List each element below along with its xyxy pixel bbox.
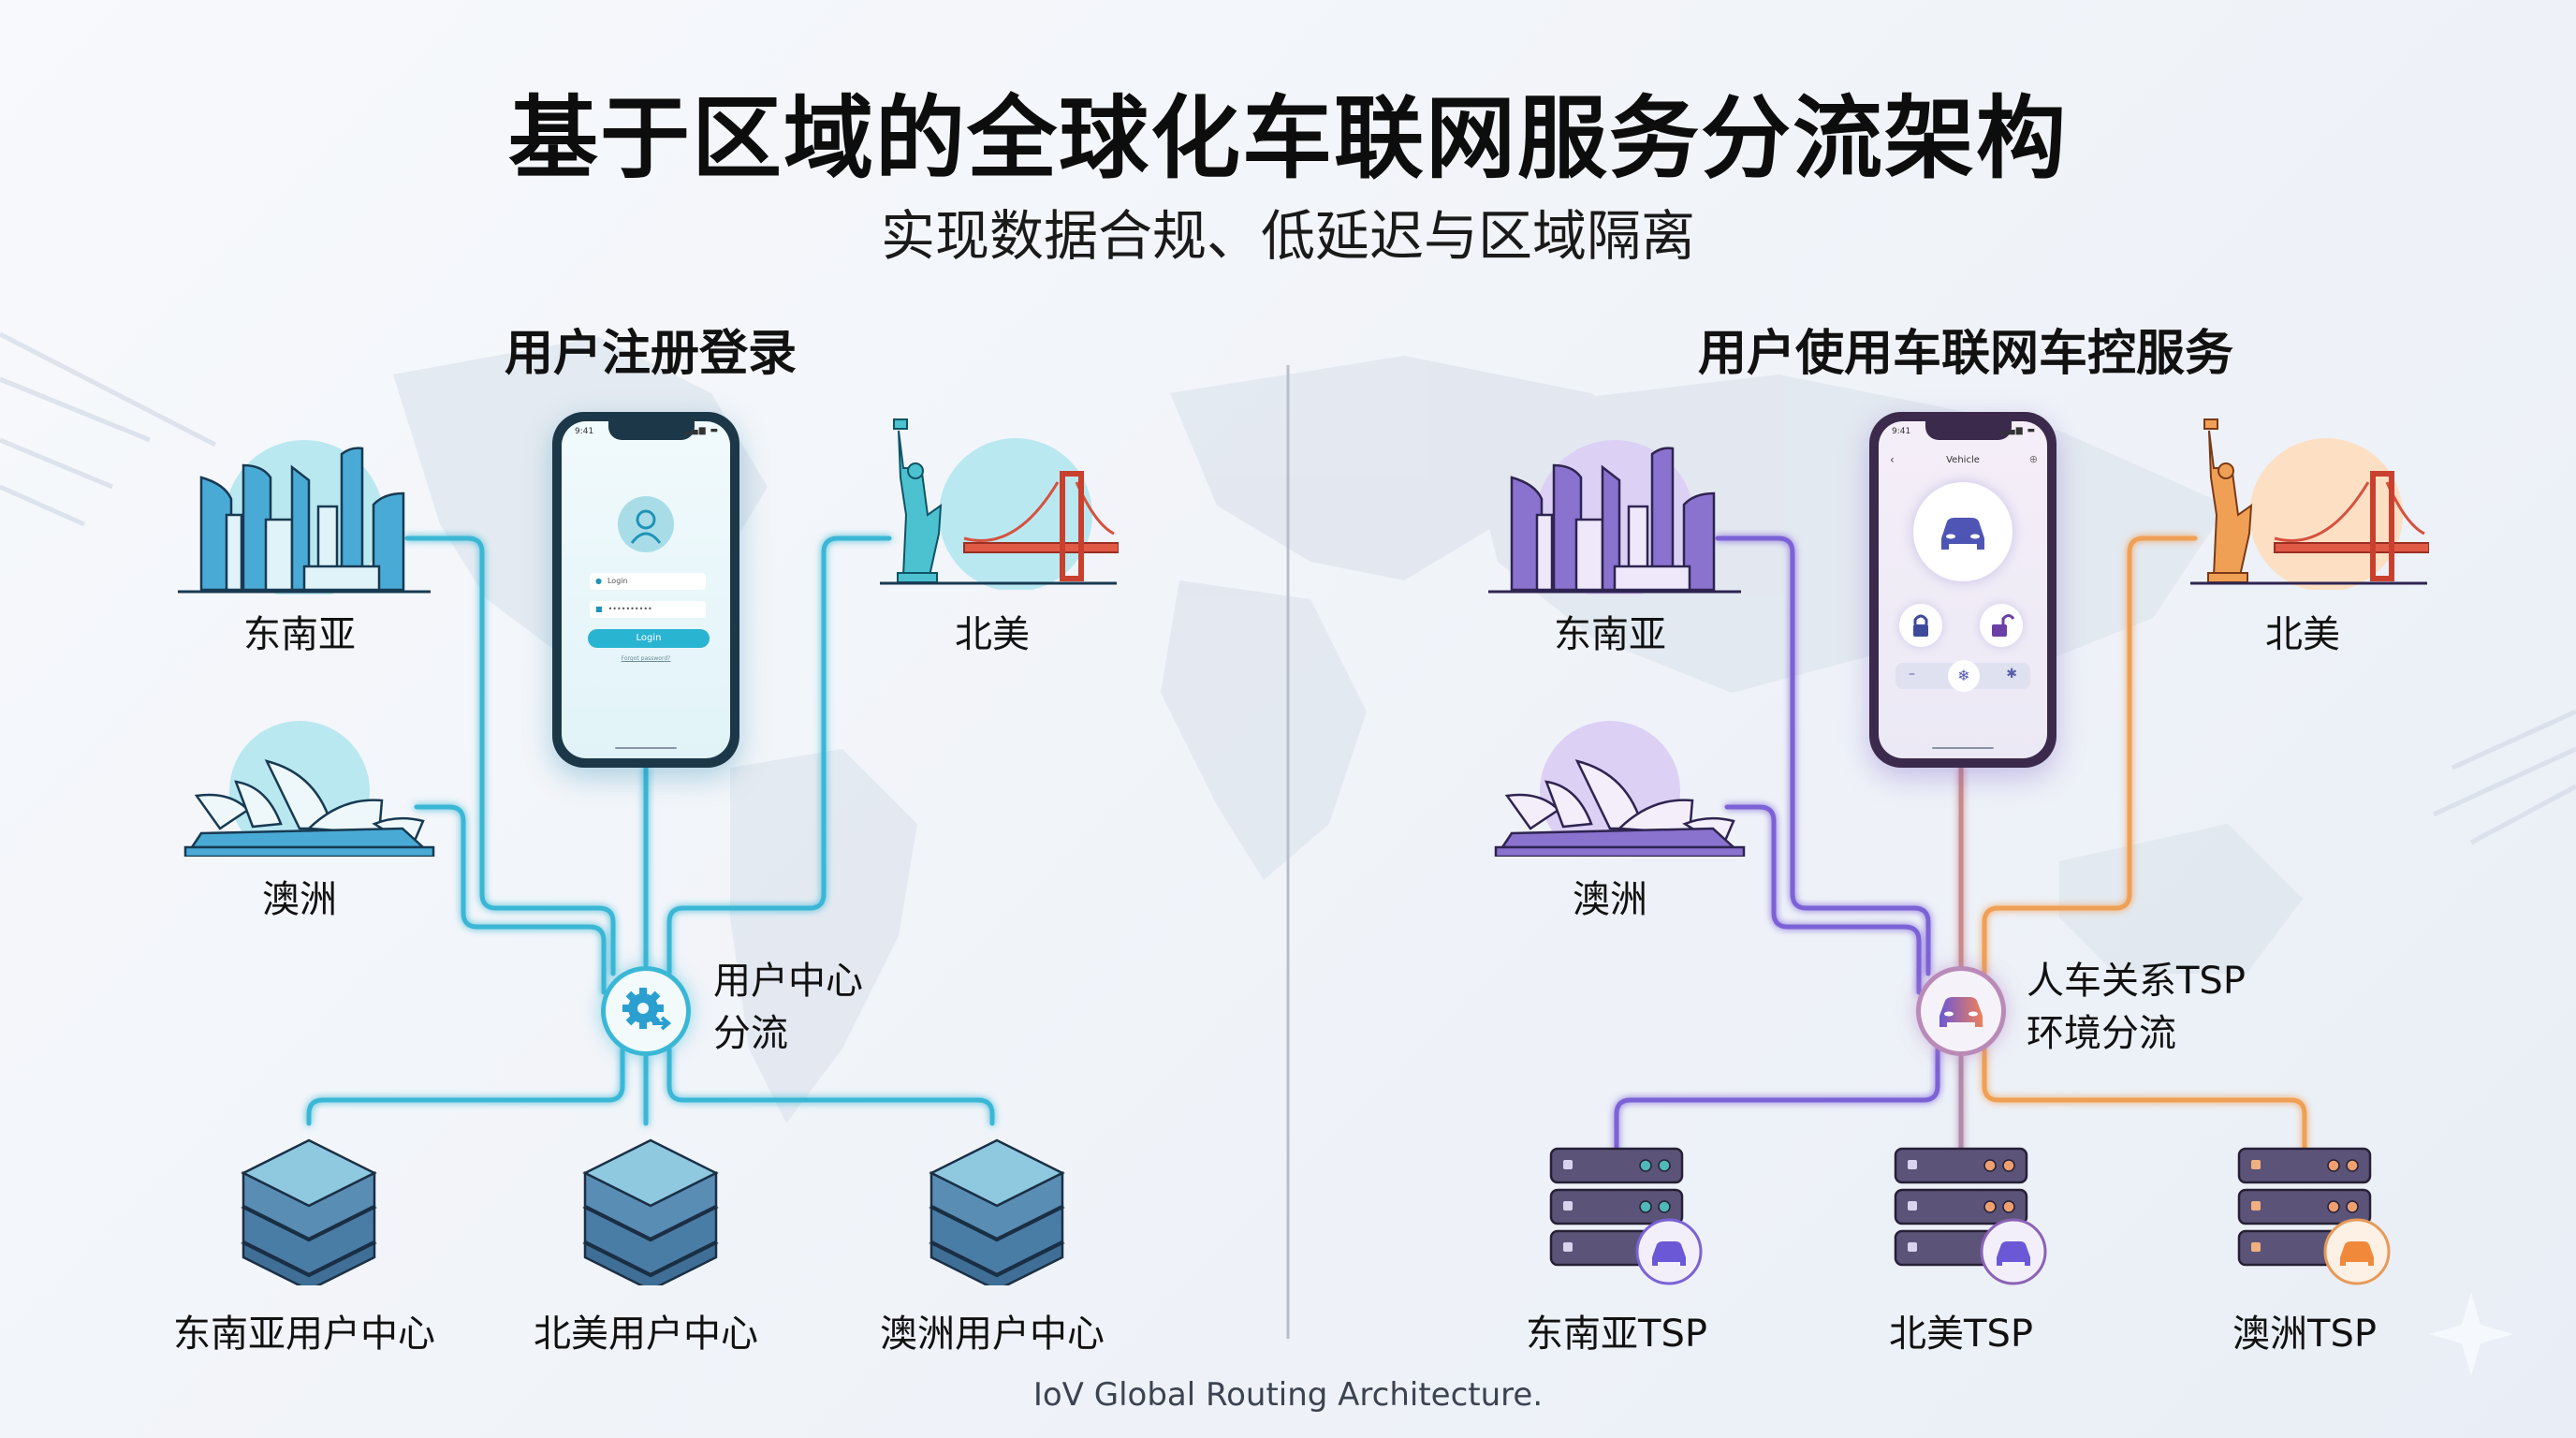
line-tsp-hub-to-aus — [1982, 1046, 2307, 1152]
tsp-hub-label-line1: 人车关系TSP — [2027, 960, 2246, 1003]
line-na-to-hub — [666, 536, 892, 976]
signal-battery-icon: ▂▄▆ ▬ — [2000, 426, 2036, 435]
tsp-label-sea: 东南亚TSP — [1526, 1313, 1707, 1356]
line-na-to-tsp-hub — [1982, 536, 2198, 976]
password-field[interactable]: ■ •••••••••• — [590, 601, 706, 618]
server-label-na: 北美用户中心 — [534, 1313, 758, 1356]
minus-button[interactable]: – — [1909, 667, 1915, 682]
gear-arrow-icon — [622, 988, 672, 1031]
fan-button[interactable]: ❄ — [1948, 660, 1980, 692]
unlock-button[interactable] — [1980, 604, 2023, 647]
city-skyline-icon — [1488, 440, 1741, 594]
home-indicator — [1932, 747, 1994, 749]
page-title: 基于区域的全球化车联网服务分流架构 — [508, 86, 2068, 191]
tsp-label-aus: 澳洲TSP — [2232, 1313, 2377, 1356]
login-button[interactable]: Login — [588, 629, 710, 648]
forgot-password-link[interactable]: Forgot password? — [621, 655, 671, 662]
tsp-hub-label: 人车关系TSP 环境分流 — [2027, 955, 2246, 1060]
right-section-title: 用户使用车联网车控服务 — [1697, 326, 2233, 382]
lock-button[interactable] — [1899, 604, 1942, 647]
vehicle-status-button[interactable] — [1913, 482, 2012, 581]
line-aus-to-tsp-hub — [1724, 804, 1922, 995]
page-subtitle: 实现数据合规、低延迟与区域隔离 — [880, 204, 1695, 268]
car-badge-icon — [1652, 1241, 1686, 1266]
back-chevron-icon[interactable]: ‹ — [1890, 453, 1895, 466]
lock-icon — [1913, 614, 1928, 637]
avatar — [618, 496, 674, 552]
footer-caption: IoV Global Routing Architecture. — [1032, 1376, 1544, 1414]
city-skyline-icon — [178, 440, 431, 594]
tsp-hub-label-line2: 环境分流 — [2027, 1012, 2176, 1055]
server-stack-icon — [582, 1138, 719, 1285]
phone-time: 9:41 — [575, 427, 594, 436]
username-placeholder: Login — [607, 577, 628, 585]
region-label-sea: 东南亚 — [243, 613, 356, 656]
statue-of-liberty-bridge-icon — [880, 418, 1119, 590]
line-hub-to-aus-center — [666, 1046, 995, 1126]
server-label-aus: 澳洲用户中心 — [880, 1313, 1105, 1356]
sydney-opera-house-icon — [183, 721, 435, 857]
screen-title: Vehicle — [1946, 455, 1980, 465]
user-center-routing-hub — [601, 966, 691, 1056]
server-label-sea: 东南亚用户中心 — [173, 1313, 435, 1356]
tsp-routing-hub — [1916, 966, 2006, 1056]
car-badge-icon — [1997, 1241, 2030, 1266]
car-icon — [1941, 518, 1984, 550]
line-aus-to-hub — [414, 804, 607, 995]
right-region-label-na: 北美 — [2265, 613, 2340, 656]
climate-control-bar: – ❄ ✱ — [1895, 660, 2030, 692]
left-section-title: 用户注册登录 — [504, 326, 797, 382]
statue-of-liberty-bridge-icon — [2190, 418, 2429, 590]
right-region-label-sea: 东南亚 — [1554, 613, 1666, 656]
globe-icon[interactable]: ⊕ — [2028, 453, 2038, 465]
tsp-server-aus-icon — [2237, 1147, 2391, 1285]
server-stack-icon — [929, 1138, 1065, 1285]
sparkle-icon — [2429, 1292, 2513, 1376]
login-phone: 9:41 ▂▄▆ ▬ ● Login ■ •••••••••• Login Forg… — [552, 412, 739, 768]
user-icon — [630, 509, 662, 544]
signal-battery-icon: ▂▄▆ ▬ — [683, 426, 719, 435]
home-indicator — [615, 747, 677, 749]
username-field[interactable]: ● Login — [590, 573, 706, 590]
tsp-server-na-icon — [1894, 1147, 2047, 1285]
unlock-icon — [1992, 614, 2015, 637]
hub-label-line1: 用户中心 — [713, 960, 863, 1003]
region-label-na: 北美 — [955, 613, 1030, 656]
hub-label: 用户中心 分流 — [713, 955, 863, 1060]
server-stack-icon — [241, 1138, 377, 1285]
user-small-icon: ● — [595, 577, 602, 585]
line-tsp-hub-to-sea — [1614, 1046, 1940, 1152]
phone-time: 9:41 — [1892, 427, 1911, 436]
hub-label-line2: 分流 — [713, 1012, 788, 1055]
right-region-label-aus: 澳洲 — [1573, 878, 1647, 921]
car-icon — [1939, 997, 1983, 1027]
line-sea-to-tsp-hub — [1715, 536, 1931, 976]
vehicle-control-phone: 9:41 ▂▄▆ ▬ ‹ Vehicle ⊕ – ❄ ✱ — [1869, 412, 2056, 768]
car-badge-icon — [2340, 1241, 2374, 1266]
tsp-server-sea-icon — [1549, 1147, 1703, 1285]
lock-small-icon: ■ — [595, 605, 603, 613]
tsp-label-na: 北美TSP — [1889, 1313, 2033, 1356]
region-label-aus: 澳洲 — [262, 878, 337, 921]
sydney-opera-house-icon — [1494, 721, 1746, 857]
line-hub-to-sea-center — [306, 1046, 625, 1126]
password-mask: •••••••••• — [607, 605, 652, 613]
snowflake-button[interactable]: ✱ — [2006, 667, 2017, 682]
line-sea-to-hub — [404, 536, 616, 976]
